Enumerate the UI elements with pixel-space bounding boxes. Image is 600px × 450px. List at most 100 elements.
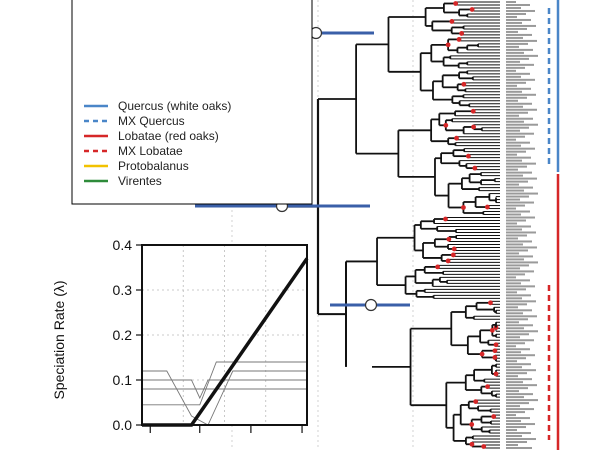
tip-label: [506, 51, 524, 54]
tip-label: [506, 303, 527, 306]
tip-label: [506, 90, 522, 93]
tip-label: [506, 333, 529, 336]
node-marker: [454, 135, 459, 141]
tip-label: [506, 432, 531, 435]
tip-label: [506, 429, 517, 432]
tip-label: [506, 339, 534, 342]
legend-label: MX Quercus: [118, 114, 185, 128]
tip-label: [506, 225, 531, 228]
node-marker: [453, 1, 459, 6]
tip-label: [506, 282, 521, 285]
y-tick-label: 0.4: [113, 237, 133, 253]
tip-label: [506, 375, 518, 378]
tip-label: [506, 132, 534, 135]
tip-label: [506, 72, 530, 75]
rate-shift-marker: [364, 298, 378, 312]
tip-label: [506, 390, 519, 393]
tip-label: [506, 378, 532, 381]
node-marker: [461, 205, 466, 210]
tip-label: [506, 444, 518, 447]
tip-label: [506, 201, 534, 204]
tip-label: [506, 165, 527, 168]
node-marker: [491, 414, 497, 419]
node-marker: [465, 153, 471, 159]
x-axis-ticks: [149, 425, 303, 433]
series-line: [142, 361, 307, 406]
tip-label: [506, 18, 531, 21]
tip-label: [506, 318, 528, 321]
tip-label: [506, 387, 528, 390]
tip-label: [506, 12, 526, 15]
node-marker: [471, 124, 476, 130]
tip-label: [506, 216, 535, 219]
node-marker: [489, 327, 495, 333]
node-marker: [472, 165, 478, 171]
node-marker: [446, 236, 452, 242]
tip-label: [506, 447, 532, 449]
tip-label: [506, 102, 532, 105]
tip-label: [506, 3, 530, 6]
tip-label: [506, 384, 537, 387]
tip-label: [506, 357, 526, 360]
tip-label: [506, 162, 536, 165]
tip-label: [506, 354, 535, 357]
tip-label: [506, 24, 536, 27]
node-marker: [485, 384, 490, 390]
tip-label: [506, 336, 520, 339]
tip-label: [506, 69, 516, 72]
tip-label: [506, 129, 520, 132]
tip-label: [506, 246, 537, 249]
tip-label: [506, 171, 532, 174]
tip-label: [506, 186, 533, 189]
tip-label: [506, 309, 532, 312]
tip-label: [506, 366, 522, 369]
tip-label: [506, 342, 525, 345]
tip-label: [506, 9, 535, 12]
tip-label: [506, 183, 519, 186]
tip-label: [506, 135, 525, 138]
tip-label: [506, 15, 517, 18]
node-marker: [493, 342, 499, 348]
tip-label: [506, 117, 533, 120]
y-tick-label: 0.2: [113, 327, 133, 343]
tip-label: [506, 177, 537, 180]
legend-box: [71, 0, 313, 205]
tip-label: [506, 123, 538, 126]
tip-label: [506, 261, 538, 264]
legend-label: Virentes: [118, 174, 162, 188]
tip-label: [506, 321, 519, 324]
node-marker: [492, 348, 498, 354]
tip-label: [506, 21, 522, 24]
tip-label: [506, 195, 529, 198]
inset-chart: 0.00.10.20.30.4 Speciation Rate (λ): [51, 237, 309, 433]
tip-label: [506, 126, 529, 129]
legend-label: Lobatae (red oaks): [118, 129, 219, 143]
node-marker: [456, 37, 462, 42]
tip-label: [506, 237, 518, 240]
tip-label: [506, 312, 523, 315]
node-marker: [445, 258, 451, 264]
tip-label: [506, 258, 524, 261]
tip-label: [506, 279, 530, 282]
node-marker: [459, 31, 465, 36]
tip-label: [506, 153, 517, 156]
tip-label: [506, 189, 524, 192]
tip-label: [506, 219, 526, 222]
tip-label: [506, 294, 531, 297]
tip-label: [506, 147, 535, 150]
tip-label: [506, 1, 516, 3]
node-marker: [473, 399, 479, 405]
node-marker: [469, 7, 475, 12]
tip-label: [506, 84, 517, 87]
tip-label: [506, 270, 534, 273]
tip-label: [506, 156, 531, 159]
tip-label: [506, 144, 521, 147]
node-marker: [492, 355, 498, 360]
tip-label: [506, 369, 536, 372]
node-marker: [451, 246, 457, 252]
node-marker: [449, 19, 455, 24]
tip-label: [506, 315, 537, 318]
tip-label: [506, 138, 516, 141]
tip-label: [506, 273, 525, 276]
